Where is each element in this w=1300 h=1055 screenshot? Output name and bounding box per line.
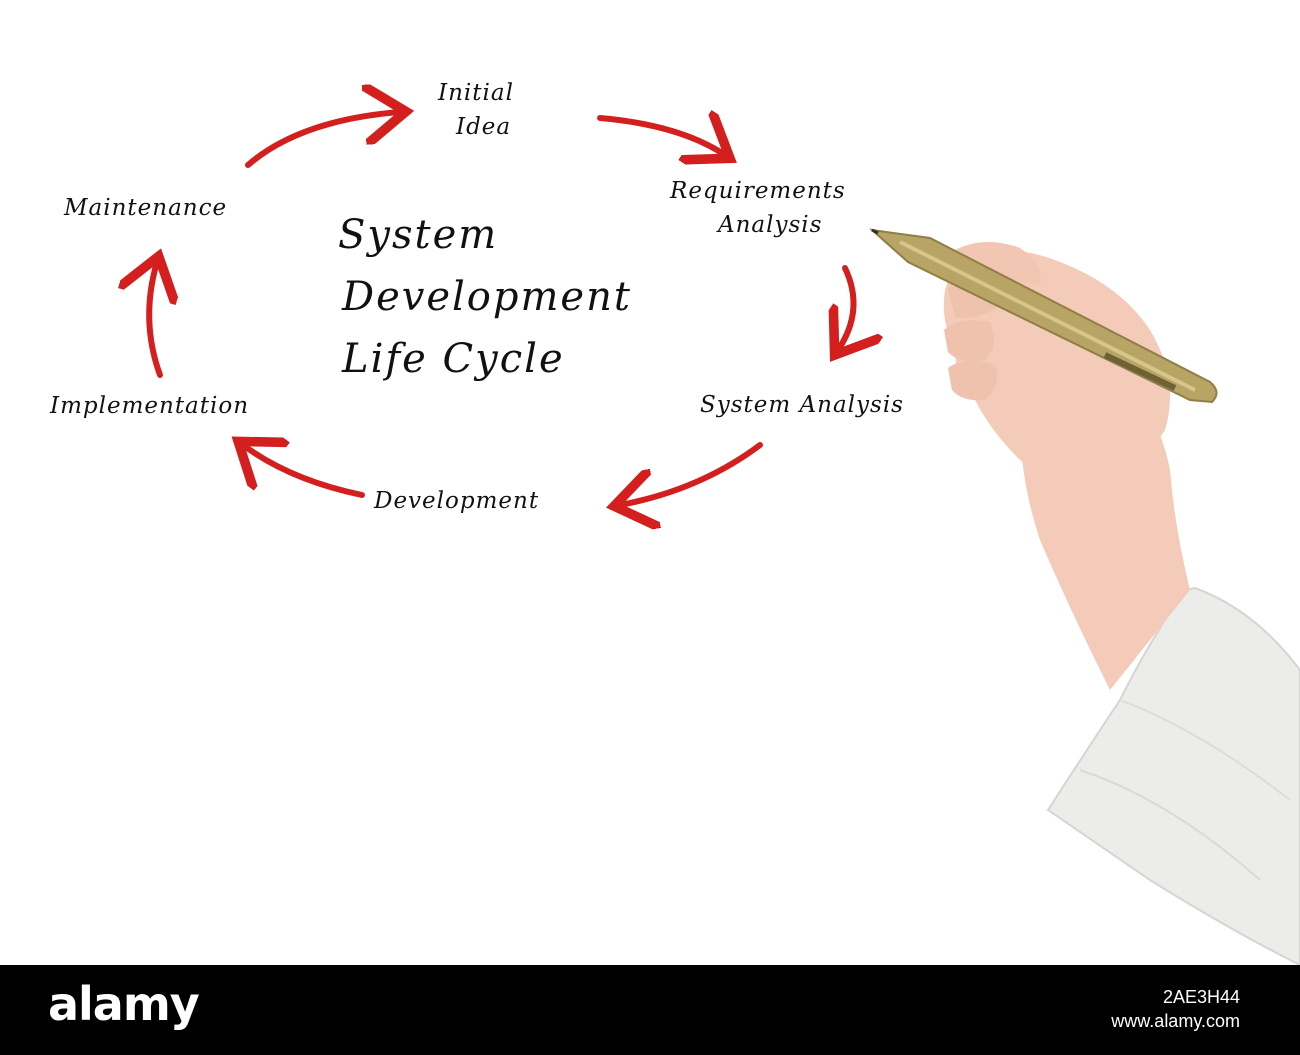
arrow-development-to-implementation [243, 445, 365, 498]
arrow-implementation-to-maintenance [149, 262, 160, 378]
sleeve [1046, 586, 1300, 965]
node-implementation: Implementation [50, 393, 250, 419]
arrow-system-analysis-to-development [620, 442, 763, 505]
node-initial-idea-line2: Idea [456, 114, 512, 140]
arrow-maintenance-to-initial-idea [245, 112, 400, 168]
arrow-requirements-to-system-analysis [838, 265, 854, 350]
title-line-1: System [338, 212, 499, 258]
watermark-bar: alamy 2AE3H44 www.alamy.com [0, 965, 1300, 1055]
title-line-2: Development [342, 274, 632, 320]
node-requirements-line2: Analysis [718, 212, 823, 238]
alamy-logo: alamy [48, 977, 200, 1031]
node-development: Development [374, 488, 540, 514]
hand-with-pen-illustration [868, 228, 1300, 965]
node-maintenance: Maintenance [64, 195, 228, 221]
node-requirements-line1: Requirements [670, 178, 846, 204]
image-id: 2AE3H44 [1162, 987, 1240, 1007]
title-line-3: Life Cycle [342, 336, 565, 382]
site-url: www.alamy.com [1111, 1011, 1240, 1031]
cycle-arrows [0, 0, 1300, 965]
node-system-analysis: System Analysis [700, 392, 904, 418]
pen [868, 228, 1218, 404]
node-initial-idea-line1: Initial [438, 80, 514, 106]
image-id-block: 2AE3H44 www.alamy.com [1111, 985, 1240, 1033]
arrow-initial-idea-to-requirements [597, 118, 725, 155]
